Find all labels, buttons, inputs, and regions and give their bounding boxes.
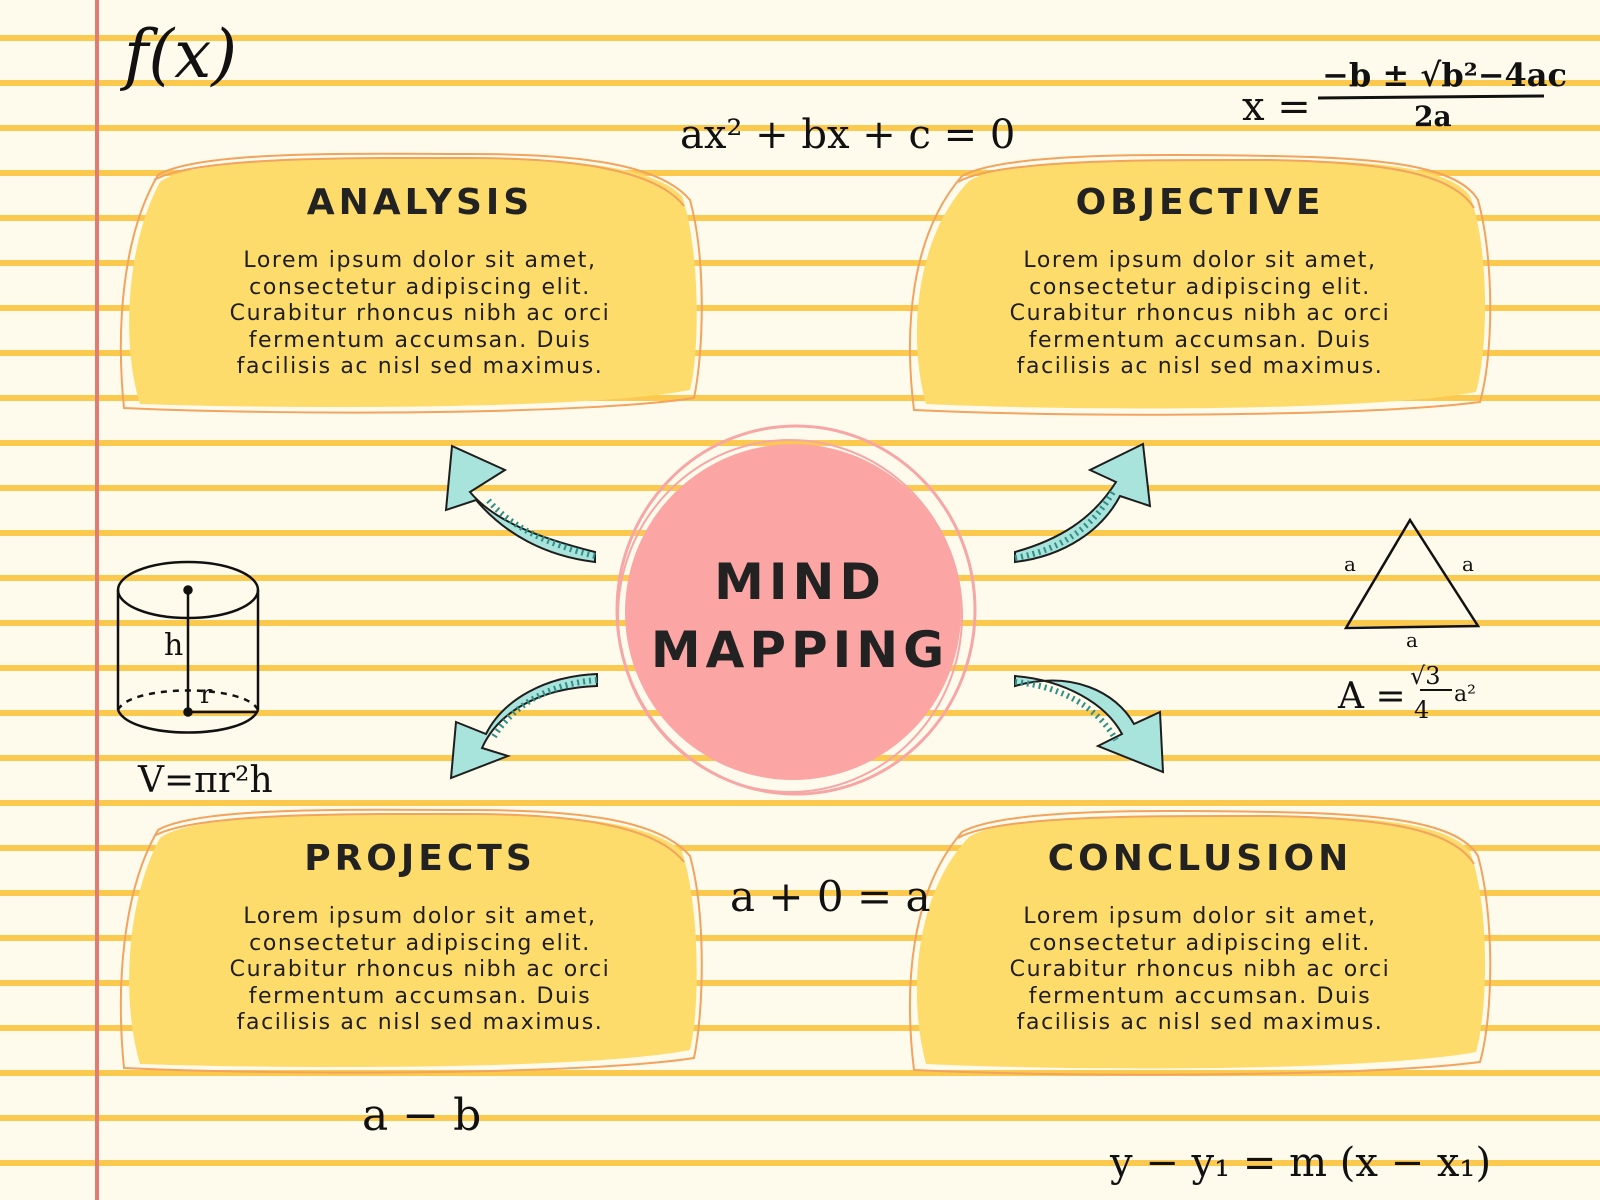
- body-line: Curabitur rhoncus nibh ac orci: [229, 957, 611, 982]
- body-line: Lorem ipsum dolor sit amet,: [243, 904, 597, 929]
- fx-doodle: f(x): [124, 16, 238, 93]
- card-objective-shape: [908, 153, 1492, 416]
- center-title-line: MAPPING: [650, 621, 950, 679]
- triangle-area-denominator: 4: [1414, 696, 1430, 724]
- body-line: fermentum accumsan. Duis: [1028, 327, 1372, 353]
- body-line: fermentum accumsan. Duis: [248, 983, 592, 1009]
- arrow-to-analysis: [444, 444, 596, 564]
- body-line: consectetur adipiscing elit.: [249, 930, 591, 956]
- triangle-side-label: a: [1462, 552, 1474, 576]
- center-title: MIND MAPPING: [610, 548, 990, 684]
- body-line: Curabitur rhoncus nibh ac orci: [1009, 301, 1391, 326]
- point-slope-equation: y − y₁ = m (x − x₁): [1110, 1140, 1492, 1186]
- triangle-area-lhs: A =: [1338, 676, 1406, 717]
- quadratic-formula-denominator: 2a: [1414, 100, 1452, 133]
- body-line: Lorem ipsum dolor sit amet,: [1023, 904, 1377, 929]
- triangle-side-label: a: [1344, 552, 1356, 576]
- arrow-to-conclusion: [1014, 674, 1165, 774]
- center-title-line: MIND: [714, 553, 886, 611]
- card-body: Lorem ipsum dolor sit amet, consectetur …: [970, 248, 1430, 381]
- body-line: consectetur adipiscing elit.: [1029, 930, 1371, 956]
- identity-equation: a + 0 = a: [730, 872, 931, 921]
- quadratic-equation: ax² + bx + c = 0: [680, 112, 1016, 158]
- triangle-doodle: [1343, 517, 1481, 630]
- card-title: ANALYSIS: [306, 182, 534, 223]
- cylinder-doodle: [116, 560, 260, 734]
- cylinder-height-label: h: [164, 628, 184, 663]
- body-line: consectetur adipiscing elit.: [249, 274, 591, 300]
- arrow-to-projects: [449, 672, 598, 780]
- body-line: facilisis ac nisl sed maximus.: [236, 354, 604, 379]
- body-line: facilisis ac nisl sed maximus.: [236, 1010, 604, 1035]
- triangle-side-label: a: [1406, 628, 1418, 652]
- card-title: OBJECTIVE: [1075, 182, 1325, 223]
- center-circle: [615, 424, 977, 796]
- body-line: Lorem ipsum dolor sit amet,: [243, 248, 597, 273]
- card-body: Lorem ipsum dolor sit amet, consectetur …: [190, 904, 650, 1037]
- fraction-bar: [1317, 94, 1545, 100]
- card-projects: PROJECTS Lorem ipsum dolor sit amet, con…: [130, 816, 710, 1066]
- card-objective: OBJECTIVE Lorem ipsum dolor sit amet, co…: [910, 160, 1490, 410]
- quadratic-formula-numerator: −b ± √b²−4ac: [1322, 56, 1567, 94]
- card-analysis: ANALYSIS Lorem ipsum dolor sit amet, con…: [130, 160, 710, 410]
- triangle-area-tail: a²: [1454, 682, 1476, 707]
- card-title: PROJECTS: [304, 838, 536, 879]
- body-line: facilisis ac nisl sed maximus.: [1016, 354, 1384, 379]
- card-projects-shape: [119, 808, 703, 1074]
- body-line: Curabitur rhoncus nibh ac orci: [1009, 957, 1391, 982]
- arrow-to-objective: [1014, 442, 1152, 564]
- cylinder-volume-formula: V=πr²h: [138, 760, 273, 801]
- card-analysis-shape: [119, 152, 703, 414]
- body-line: fermentum accumsan. Duis: [1028, 983, 1372, 1009]
- difference-expression: a − b: [362, 1090, 482, 1141]
- card-body: Lorem ipsum dolor sit amet, consectetur …: [970, 904, 1430, 1037]
- body-line: Curabitur rhoncus nibh ac orci: [229, 301, 611, 326]
- body-line: Lorem ipsum dolor sit amet,: [1023, 248, 1377, 273]
- body-line: consectetur adipiscing elit.: [1029, 274, 1371, 300]
- card-body: Lorem ipsum dolor sit amet, consectetur …: [190, 248, 650, 381]
- cylinder-radius-label: r: [200, 680, 213, 710]
- body-line: fermentum accumsan. Duis: [248, 327, 592, 353]
- card-conclusion: CONCLUSION Lorem ipsum dolor sit amet, c…: [910, 816, 1490, 1066]
- quadratic-formula-lhs: x =: [1242, 84, 1311, 130]
- card-title: CONCLUSION: [1047, 838, 1353, 879]
- triangle-area-numerator: √3: [1410, 662, 1441, 690]
- body-line: facilisis ac nisl sed maximus.: [1016, 1010, 1384, 1035]
- card-conclusion-shape: [908, 809, 1492, 1076]
